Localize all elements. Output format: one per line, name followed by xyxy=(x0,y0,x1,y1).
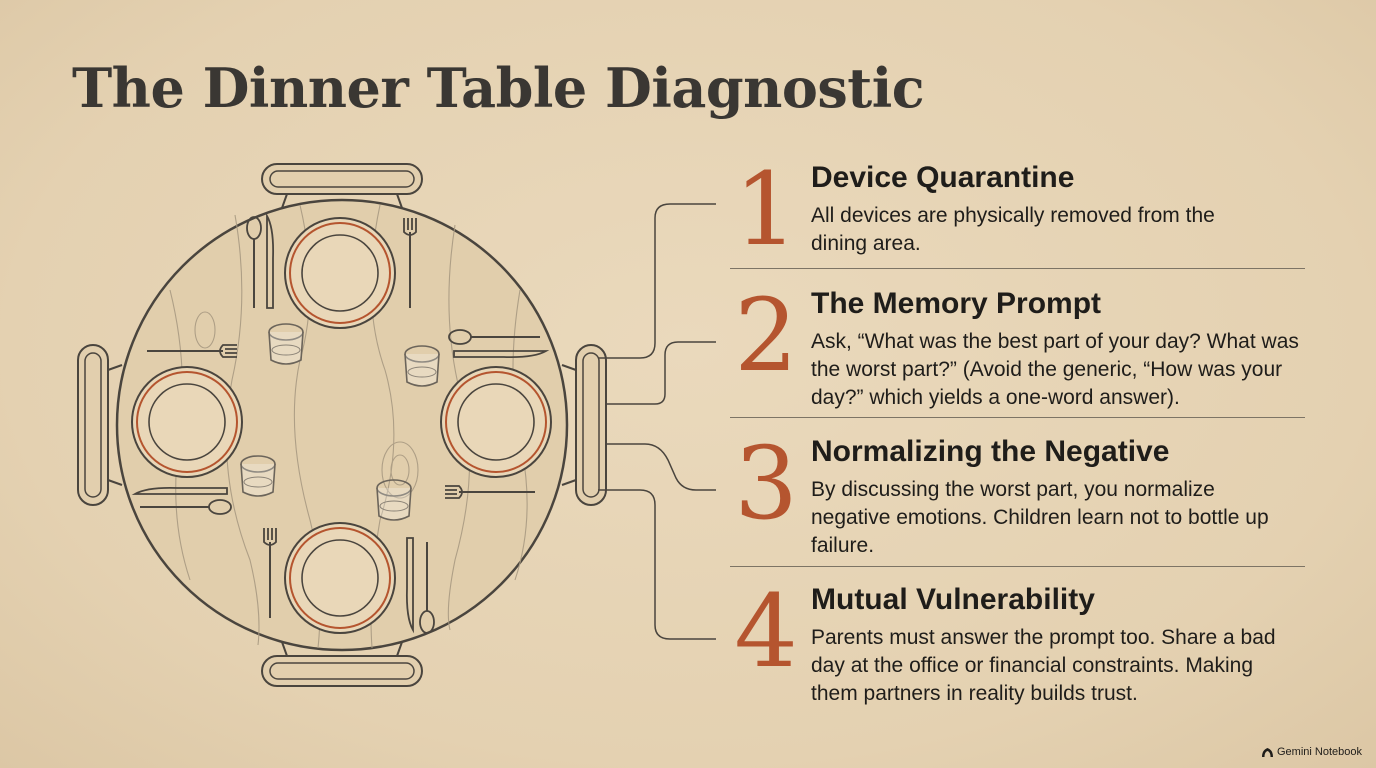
step-number: 3 xyxy=(734,425,798,542)
step-heading: The Memory Prompt xyxy=(811,287,1102,320)
step-number: 2 xyxy=(734,277,798,394)
step-3: 3 Normalizing the Negative By discussing… xyxy=(726,425,1316,558)
connector-3 xyxy=(606,443,716,491)
step-heading: Mutual Vulnerability xyxy=(811,583,1095,616)
watermark: Gemini Notebook xyxy=(1262,746,1362,758)
step-divider xyxy=(730,268,1305,269)
chair-right xyxy=(561,344,607,506)
step-description: By discussing the worst part, you normal… xyxy=(811,478,1269,557)
step-2: 2 The Memory Prompt Ask, “What was the b… xyxy=(726,277,1316,410)
step-description: Parents must answer the prompt too. Shar… xyxy=(811,626,1276,705)
round-table xyxy=(115,198,569,652)
plate-bottom xyxy=(284,522,396,634)
step-number: 4 xyxy=(734,573,798,690)
step-1: 1 Device Quarantine All devices are phys… xyxy=(726,160,1316,260)
plate-top xyxy=(284,217,396,329)
watermark-text: Gemini Notebook xyxy=(1277,746,1362,758)
step-4: 4 Mutual Vulnerability Parents must answ… xyxy=(726,573,1316,706)
step-divider xyxy=(730,417,1305,418)
plate-left xyxy=(131,366,243,478)
step-description: All devices are physically removed from … xyxy=(811,204,1215,255)
page-title: The Dinner Table Diagnostic xyxy=(72,56,925,120)
step-description: Ask, “What was the best part of your day… xyxy=(811,330,1299,409)
connector-4 xyxy=(598,489,716,640)
step-heading: Normalizing the Negative xyxy=(811,435,1170,468)
plate-right xyxy=(440,366,552,478)
step-number: 1 xyxy=(734,151,798,268)
step-divider xyxy=(730,566,1305,567)
chair-left xyxy=(77,344,123,506)
sparkle-icon xyxy=(1262,747,1273,757)
connector-1 xyxy=(598,203,716,359)
step-heading: Device Quarantine xyxy=(811,161,1075,194)
connector-lines xyxy=(598,203,716,640)
connector-2 xyxy=(606,341,716,405)
